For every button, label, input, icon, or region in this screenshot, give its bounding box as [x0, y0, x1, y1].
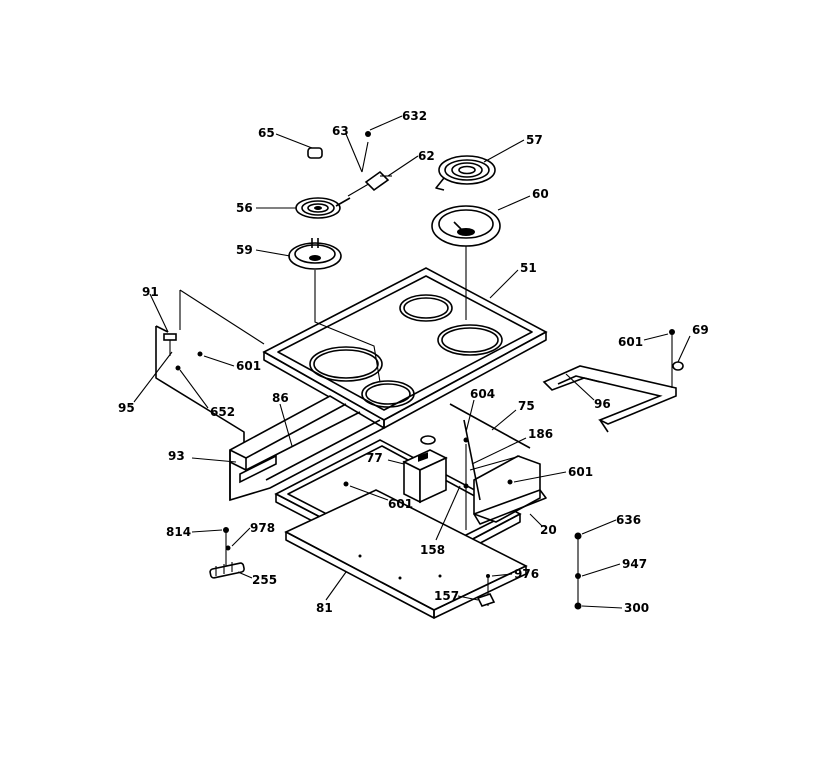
label-65: 65 — [258, 126, 275, 140]
cooktop-main-top — [262, 267, 548, 429]
label-947: 947 — [622, 557, 647, 571]
right-bracket-20 — [449, 403, 547, 530]
label-186: 186 — [528, 427, 553, 441]
label-604: 604 — [470, 387, 495, 401]
label-255: 255 — [252, 573, 277, 587]
label-59: 59 — [236, 243, 253, 257]
cap-65 — [307, 147, 323, 159]
bottom-plate-81 — [284, 489, 528, 619]
label-96: 96 — [594, 397, 611, 411]
label-51: 51 — [520, 261, 537, 275]
label-60: 60 — [532, 187, 549, 201]
hardware-157-976 — [476, 574, 496, 607]
label-158: 158 — [420, 543, 445, 557]
label-601: 601 — [236, 359, 261, 373]
receptacle-62 — [347, 131, 392, 197]
side-panel-96 — [542, 329, 684, 433]
label-93: 93 — [168, 449, 185, 463]
label-69: 69 — [692, 323, 709, 337]
label-601: 601 — [568, 465, 593, 479]
leader-lines — [133, 115, 691, 609]
label-601: 601 — [618, 335, 643, 349]
label-636: 636 — [616, 513, 641, 527]
label-157: 157 — [434, 589, 459, 603]
label-86: 86 — [272, 391, 289, 405]
terminal-block-77 — [402, 435, 448, 504]
label-63: 63 — [332, 124, 349, 138]
element-57-assembly — [431, 155, 501, 320]
label-814: 814 — [166, 525, 191, 539]
label-77: 77 — [366, 451, 383, 465]
hardware-636-947-300 — [574, 532, 582, 610]
label-95: 95 — [118, 401, 135, 415]
left-side-bracket — [155, 289, 265, 448]
part-labels: 65 63 632 57 62 56 60 59 51 91 601 95 65… — [118, 109, 709, 615]
label-976: 976 — [514, 567, 539, 581]
label-300: 300 — [624, 601, 649, 615]
label-652: 652 — [210, 405, 235, 419]
label-91: 91 — [142, 285, 159, 299]
label-56: 56 — [236, 201, 253, 215]
label-81: 81 — [316, 601, 333, 615]
label-62: 62 — [418, 149, 435, 163]
element-56-assembly — [288, 147, 381, 383]
label-632: 632 — [402, 109, 427, 123]
label-601: 601 — [388, 497, 413, 511]
hardware-814-978-255 — [209, 527, 245, 579]
label-978: 978 — [250, 521, 275, 535]
label-20: 20 — [540, 523, 557, 537]
label-57: 57 — [526, 133, 543, 147]
label-75: 75 — [518, 399, 535, 413]
front-rail-93 — [229, 395, 386, 502]
